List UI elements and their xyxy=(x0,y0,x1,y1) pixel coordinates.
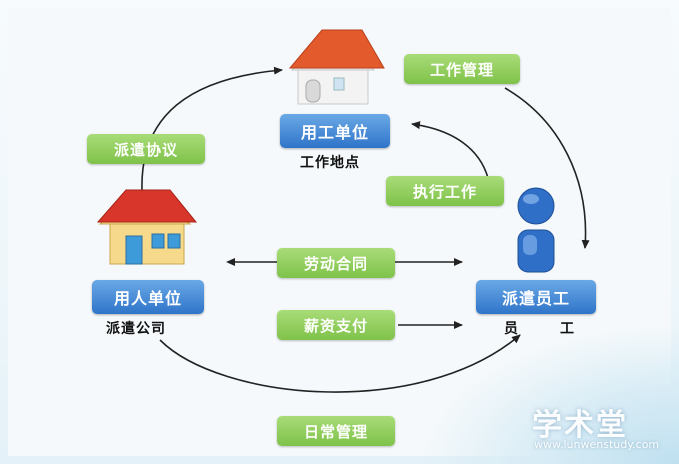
node-dispatcher-sub: 派遣公司 xyxy=(106,321,166,337)
label-dispatch-agreement: 派遣协议 xyxy=(87,134,205,164)
node-worker: 派遣员工 xyxy=(476,280,596,314)
person-icon xyxy=(517,187,555,273)
watermark-logo: 学术堂 xyxy=(532,408,628,443)
house-icon xyxy=(96,189,198,265)
node-worker-sub-2: 工 xyxy=(560,321,575,337)
node-dispatcher: 用人单位 xyxy=(92,280,204,314)
label-perform-work: 执行工作 xyxy=(386,176,504,206)
label-daily-management: 日常管理 xyxy=(277,416,395,446)
node-employer-sub: 工作地点 xyxy=(300,155,360,171)
background-wave xyxy=(419,324,679,464)
house-icon xyxy=(288,29,385,105)
arc-work-management xyxy=(504,87,590,249)
label-labor-contract: 劳动合同 xyxy=(277,248,395,278)
node-worker-sub-1: 员 xyxy=(504,321,519,337)
arc-perform-work xyxy=(411,121,489,179)
label-salary-payment: 薪资支付 xyxy=(277,310,395,340)
arc-daily-management xyxy=(159,334,521,393)
arc-dispatch-agreement xyxy=(141,66,283,191)
node-employer: 用工单位 xyxy=(280,114,390,148)
label-work-management: 工作管理 xyxy=(404,54,520,84)
watermark-url: www.lunwenstudy.com xyxy=(534,438,660,451)
